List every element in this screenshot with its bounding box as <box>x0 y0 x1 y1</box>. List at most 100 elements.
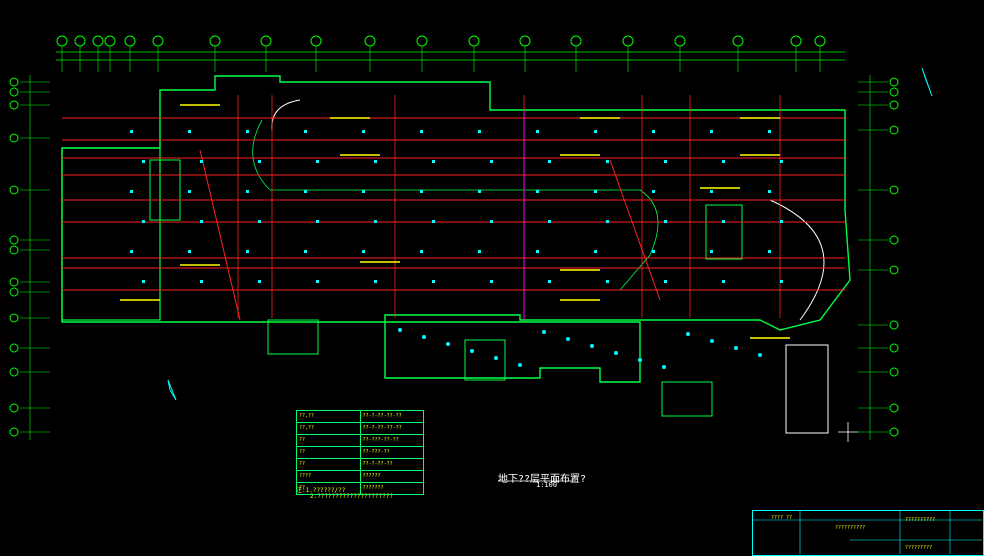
equipment-marker <box>722 160 725 163</box>
equipment-marker <box>316 280 319 283</box>
equipment-marker <box>130 190 133 193</box>
grid-bubble <box>104 35 116 47</box>
equipment-marker <box>734 346 738 350</box>
grid-bubble <box>622 35 634 47</box>
grid-bubble <box>519 35 531 47</box>
equipment-marker <box>130 130 133 133</box>
grid-bubble <box>124 35 136 47</box>
equipment-marker <box>200 220 203 223</box>
title-block: ???? ?? ?????????? ?????????? ????????? <box>752 510 984 556</box>
equipment-marker <box>710 190 713 193</box>
curved-ramp <box>271 99 301 131</box>
equipment-marker <box>478 130 481 133</box>
grid-bubble <box>889 343 899 353</box>
equipment-marker <box>304 250 307 253</box>
equipment-marker <box>374 280 377 283</box>
equipment-marker <box>258 220 261 223</box>
grid-bubble <box>9 235 19 245</box>
grid-bubble <box>310 35 322 47</box>
grid-bubble <box>674 35 686 47</box>
legend-row: ??,????-?-??-??-?? <box>297 411 423 423</box>
equipment-marker <box>470 349 474 353</box>
grid-bubble <box>889 367 899 377</box>
equipment-marker <box>710 339 714 343</box>
room-outline <box>785 344 829 434</box>
equipment-marker <box>664 280 667 283</box>
equipment-marker <box>536 250 539 253</box>
grid-bubble <box>889 265 899 275</box>
equipment-marker <box>536 130 539 133</box>
equipment-marker <box>362 130 365 133</box>
grid-bubble <box>9 185 19 195</box>
equipment-marker <box>432 220 435 223</box>
equipment-marker <box>362 250 365 253</box>
drawing-title: 地下??层平面布置? <box>498 474 587 485</box>
grid-bubble <box>152 35 164 47</box>
equipment-marker <box>490 220 493 223</box>
grid-bubble <box>260 35 272 47</box>
title-block-project: ?????????? <box>905 517 936 523</box>
equipment-marker <box>594 190 597 193</box>
equipment-marker <box>374 160 377 163</box>
equipment-marker <box>614 351 618 355</box>
note-line-2: 2.????????????????????? <box>310 493 394 500</box>
equipment-marker <box>518 363 522 367</box>
equipment-marker <box>130 250 133 253</box>
equipment-marker <box>548 160 551 163</box>
grid-bubble <box>74 35 86 47</box>
grid-bubble <box>889 403 899 413</box>
equipment-marker <box>258 160 261 163</box>
equipment-marker <box>768 190 771 193</box>
equipment-marker <box>362 190 365 193</box>
grid-bubble <box>416 35 428 47</box>
legend-table: ??,????-?-??-??-?? ??,????-?-??-??-?? ??… <box>296 410 424 495</box>
grid-bubble <box>92 35 104 47</box>
grid-bubble <box>9 277 19 287</box>
legend-row: ????-?-??-?? <box>297 459 423 471</box>
grid-bubble <box>468 35 480 47</box>
building-outline <box>61 75 851 383</box>
equipment-marker <box>548 280 551 283</box>
stair-core <box>267 319 319 355</box>
title-block-label: ???? ?? <box>771 515 793 521</box>
drawing-scale: 1:100 <box>536 481 558 489</box>
stair-core <box>464 339 506 381</box>
grid-bubble <box>56 35 68 47</box>
equipment-marker <box>780 160 783 163</box>
equipment-marker <box>188 190 191 193</box>
pipe-line <box>609 159 661 301</box>
grid-bubble <box>889 77 899 87</box>
equipment-marker <box>768 130 771 133</box>
equipment-marker <box>662 365 666 369</box>
title-block-drawing-name: ????????? <box>905 545 933 551</box>
north-arrow-icon <box>921 67 933 97</box>
equipment-marker <box>780 280 783 283</box>
grid-bubble <box>889 320 899 330</box>
equipment-marker <box>420 130 423 133</box>
legend-row: ????-???-??-?? <box>297 435 423 447</box>
equipment-marker <box>316 160 319 163</box>
grid-bubble <box>9 100 19 110</box>
grid-bubble <box>9 367 19 377</box>
equipment-marker <box>188 130 191 133</box>
equipment-marker <box>606 160 609 163</box>
stair-core <box>705 204 743 260</box>
equipment-marker <box>710 250 713 253</box>
equipment-marker <box>316 220 319 223</box>
equipment-marker <box>638 358 642 362</box>
equipment-marker <box>446 342 450 346</box>
equipment-marker <box>606 280 609 283</box>
stair-core <box>149 159 181 221</box>
grid-bubble <box>9 343 19 353</box>
grid-bubble <box>889 185 899 195</box>
equipment-marker <box>594 250 597 253</box>
equipment-marker <box>478 190 481 193</box>
equipment-marker <box>246 250 249 253</box>
equipment-marker <box>722 280 725 283</box>
legend-row: ?????????? <box>297 471 423 483</box>
equipment-marker <box>478 250 481 253</box>
equipment-marker <box>652 250 655 253</box>
equipment-marker <box>246 190 249 193</box>
grid-bubble <box>9 287 19 297</box>
equipment-marker <box>710 130 713 133</box>
